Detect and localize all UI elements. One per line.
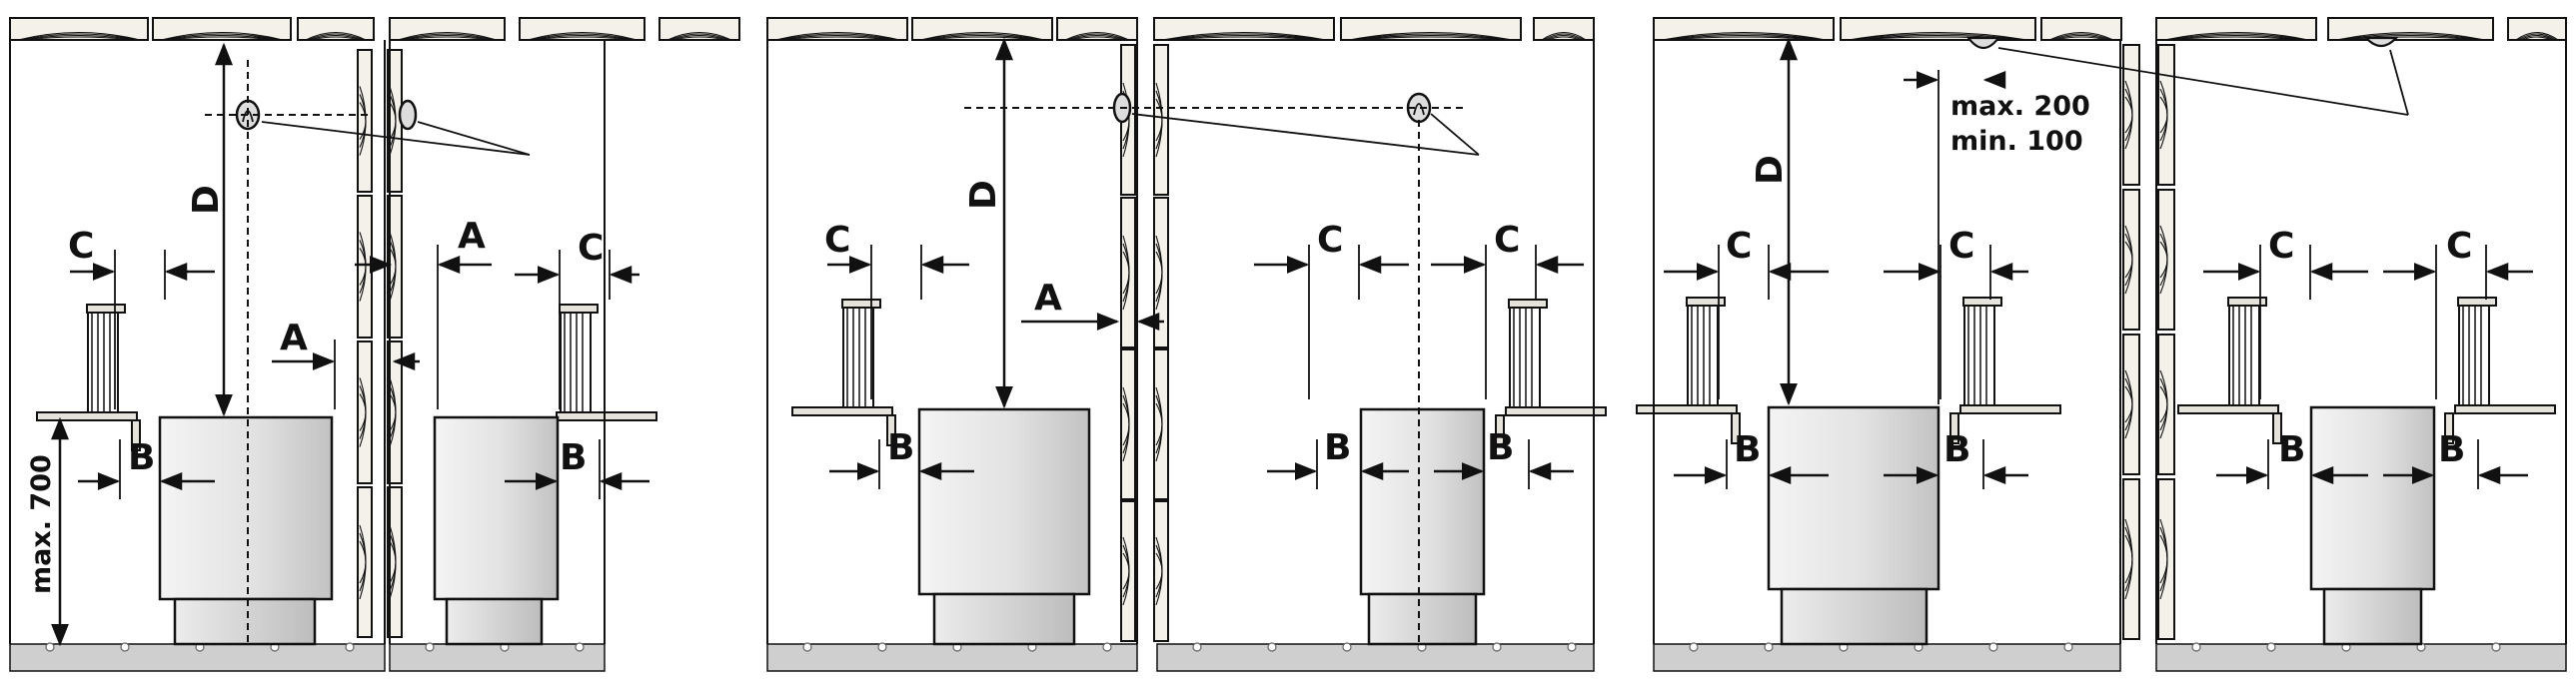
wood-ceiling bbox=[1153, 17, 1335, 41]
heater bbox=[1767, 405, 1940, 646]
wood-ceiling bbox=[911, 17, 1053, 41]
wood-ceiling bbox=[1340, 17, 1522, 41]
wood-ceiling bbox=[1840, 17, 2036, 41]
wood-ceiling bbox=[2507, 17, 2567, 41]
floor bbox=[9, 642, 386, 672]
wood-structures bbox=[9, 17, 2567, 642]
dimension-label-d: D bbox=[963, 180, 1004, 210]
wood-ceiling bbox=[9, 17, 149, 41]
wood-wall bbox=[387, 486, 403, 638]
wood-wall bbox=[2122, 44, 2140, 186]
wood-wall bbox=[357, 49, 373, 193]
bench bbox=[2444, 297, 2556, 444]
dimension-label-b: B bbox=[1943, 429, 1970, 470]
wood-wall bbox=[357, 340, 373, 484]
panel-3: max. 200 min. 100 D C C B B C bbox=[1653, 36, 2567, 646]
wood-ceiling bbox=[1653, 17, 1835, 41]
heater bbox=[433, 415, 560, 646]
wood-ceiling bbox=[389, 17, 506, 41]
ceiling-sensor-icon bbox=[2363, 36, 2399, 48]
wood-wall bbox=[387, 340, 403, 484]
dimension-label-c: C bbox=[2268, 226, 2294, 267]
floor bbox=[766, 642, 1138, 672]
heater bbox=[917, 407, 1091, 646]
bench bbox=[2177, 297, 2282, 444]
wood-wall bbox=[1153, 348, 1169, 500]
wood-ceiling bbox=[766, 17, 908, 41]
dimension-label-a: A bbox=[458, 216, 486, 257]
dimension-label-c: C bbox=[68, 226, 94, 267]
wood-wall bbox=[2157, 334, 2175, 475]
wood-wall bbox=[357, 486, 373, 638]
wood-wall bbox=[2157, 189, 2175, 331]
wood-ceiling bbox=[519, 17, 645, 41]
wood-wall bbox=[1120, 348, 1136, 500]
dimension-label-b: B bbox=[1734, 429, 1761, 470]
dimension-label-d: D bbox=[1750, 155, 1791, 185]
dimension-label-c: C bbox=[1317, 220, 1343, 261]
wood-wall bbox=[2157, 44, 2175, 186]
bench bbox=[1636, 297, 1741, 444]
wood-ceiling bbox=[297, 17, 375, 41]
dimension-label-b: B bbox=[887, 427, 914, 468]
dimension-label-b: B bbox=[1324, 427, 1351, 468]
floor bbox=[389, 642, 606, 672]
wood-ceiling bbox=[152, 17, 292, 41]
wood-wall bbox=[1120, 500, 1136, 642]
max-700-label: max. 700 bbox=[26, 454, 57, 594]
ceiling-sensor-icon bbox=[1965, 36, 2001, 50]
dimension-label-c: C bbox=[578, 228, 604, 269]
panel-2: D C A B C C B B bbox=[766, 37, 1595, 646]
wood-wall bbox=[1153, 500, 1169, 642]
dimension-label-b: B bbox=[2438, 429, 2465, 470]
dimension-label-b: B bbox=[128, 437, 155, 478]
wood-wall bbox=[2122, 478, 2140, 640]
min-100-label: min. 100 bbox=[1950, 126, 2083, 157]
wood-ceiling bbox=[2040, 17, 2122, 41]
wood-wall bbox=[2157, 478, 2175, 640]
wood-ceiling bbox=[2155, 17, 2317, 41]
floor bbox=[2155, 642, 2567, 672]
max-200-label: max. 200 bbox=[1950, 91, 2090, 122]
sensor-icon bbox=[398, 99, 418, 131]
dimension-label-c: C bbox=[2446, 226, 2472, 267]
dimension-label-c: C bbox=[1494, 220, 1520, 261]
floor bbox=[1156, 642, 1595, 672]
wood-wall bbox=[1153, 44, 1169, 196]
heater bbox=[158, 415, 334, 646]
dimension-label-c: C bbox=[1726, 226, 1752, 267]
bench bbox=[546, 304, 657, 451]
dimension-label-a: A bbox=[1034, 278, 1062, 319]
wood-wall bbox=[1153, 197, 1169, 348]
dimension-label-b: B bbox=[560, 437, 587, 478]
wood-ceiling bbox=[1056, 17, 1138, 41]
wood-wall bbox=[1120, 197, 1136, 348]
bench bbox=[1495, 299, 1607, 446]
panel-1: D max. 700 C B A A C B bbox=[9, 40, 649, 647]
dimension-label-c: C bbox=[1948, 226, 1974, 267]
bench bbox=[36, 304, 141, 451]
floor bbox=[1653, 642, 2121, 672]
wood-ceiling bbox=[1533, 17, 1595, 41]
dimension-label-d: D bbox=[186, 185, 227, 215]
wood-ceiling bbox=[658, 17, 740, 41]
dimension-label-b: B bbox=[1487, 427, 1514, 468]
wood-ceiling bbox=[2327, 17, 2494, 41]
floors bbox=[9, 642, 2567, 672]
heater bbox=[2309, 405, 2436, 646]
dimension-label-b: B bbox=[2278, 429, 2305, 470]
bench bbox=[1949, 297, 2061, 444]
bench bbox=[791, 299, 896, 446]
dimension-label-a: A bbox=[280, 318, 308, 358]
wood-wall bbox=[357, 195, 373, 339]
heater bbox=[1359, 407, 1486, 646]
wood-wall bbox=[2122, 189, 2140, 331]
dimension-label-c: C bbox=[824, 220, 850, 261]
wood-wall bbox=[2122, 334, 2140, 475]
